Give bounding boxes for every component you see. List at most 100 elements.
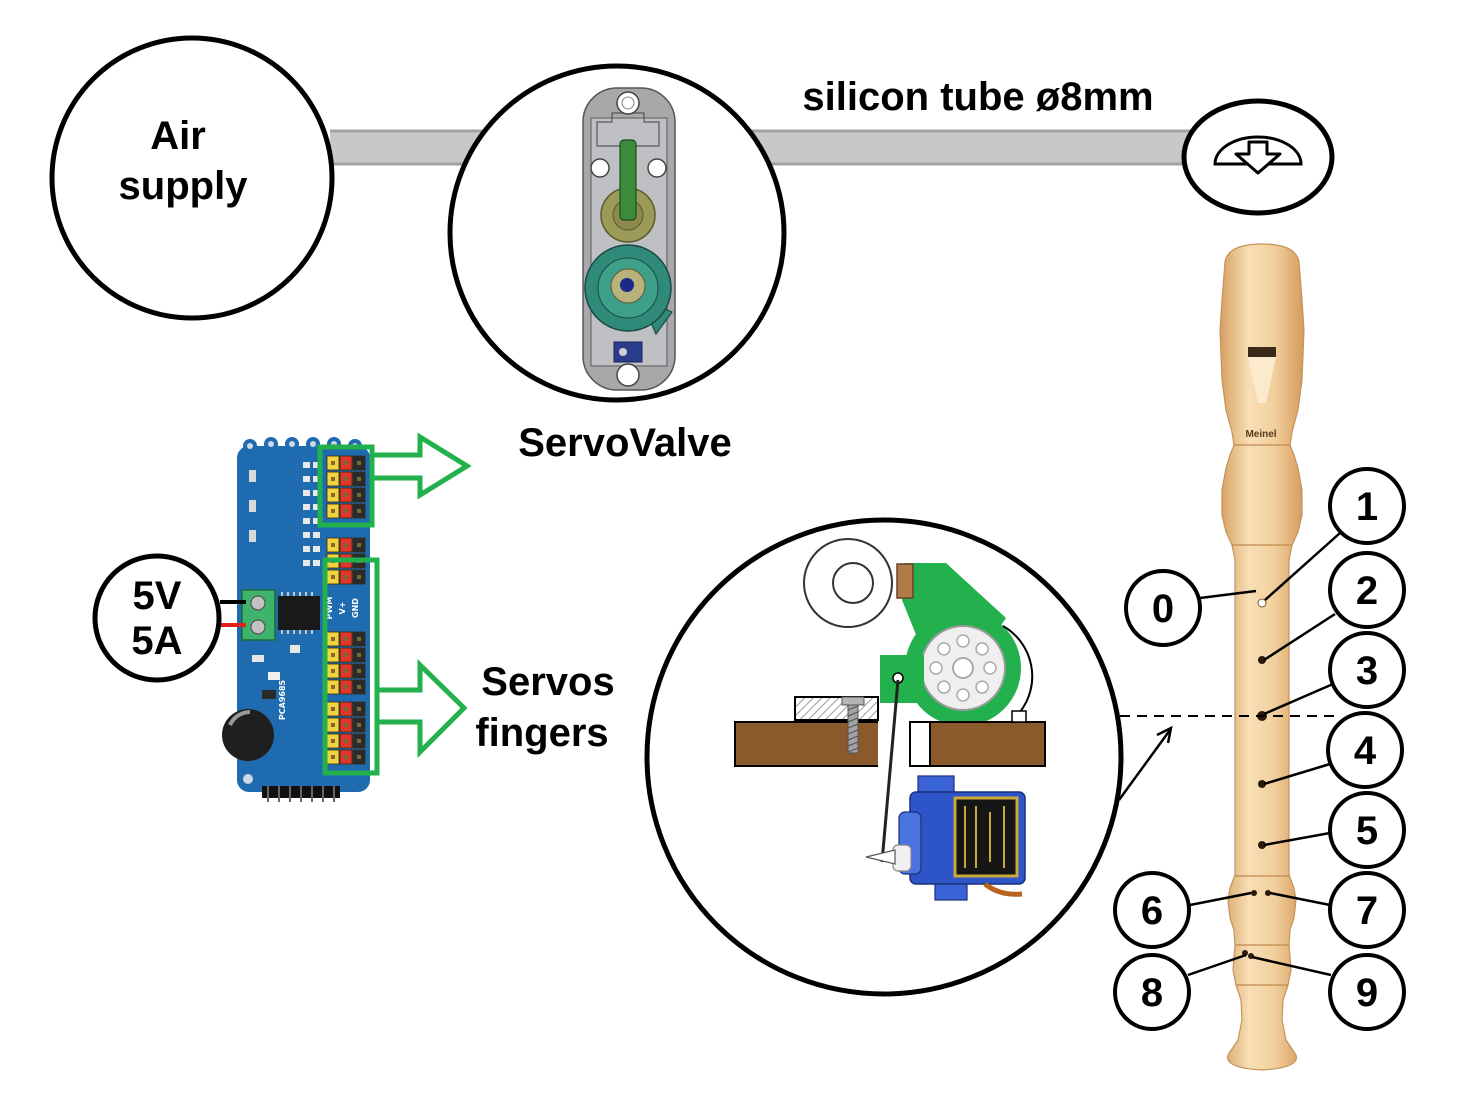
badge-circle — [1328, 467, 1406, 545]
badge-number: 5 — [1356, 809, 1378, 853]
header-pin-tip — [331, 739, 335, 743]
header-pin-tip — [344, 739, 348, 743]
micro-servo — [865, 775, 1026, 901]
board-hole — [289, 441, 295, 447]
header-pin-tip — [344, 509, 348, 513]
arrow-down-icon — [1234, 140, 1282, 175]
servo-valve-node — [447, 63, 787, 403]
servo-horn-outline — [1002, 625, 1034, 713]
badge-circle — [1113, 953, 1191, 1031]
leader-line-1 — [1264, 532, 1341, 601]
board-hole — [243, 774, 253, 784]
badge-number: 1 — [1356, 485, 1378, 529]
header-pin-tip — [344, 461, 348, 465]
badge-number: 0 — [1152, 587, 1174, 631]
screw-shaft — [847, 704, 859, 754]
header-pin-tip — [344, 543, 348, 547]
bottom-header — [262, 786, 340, 802]
badge-circle — [1113, 871, 1191, 949]
header-pin-tip — [344, 723, 348, 727]
valve-bottom-hole — [616, 363, 640, 387]
finger-pad — [896, 563, 914, 599]
header-pin-tip — [357, 707, 361, 711]
header-pin-tip — [331, 477, 335, 481]
header-pin-tip — [331, 493, 335, 497]
header-pin-tip — [331, 723, 335, 727]
power-voltage: 5V — [133, 574, 182, 618]
header-pin-tip — [331, 509, 335, 513]
header-pin-tip — [357, 543, 361, 547]
header-pin-tip — [357, 509, 361, 513]
header-pin-tip — [357, 723, 361, 727]
valve-top-hole — [616, 91, 640, 115]
header-pin-tip — [331, 543, 335, 547]
arrowhead-icon — [1156, 725, 1173, 744]
solder-jumper — [303, 490, 310, 496]
finger-hole — [1251, 890, 1257, 896]
header-pin-tip — [357, 493, 361, 497]
header-pin-tip — [344, 653, 348, 657]
power-node: 5V 5A — [92, 553, 222, 683]
solder-jumper — [303, 504, 310, 510]
hole-badge-3: 3 — [1328, 631, 1406, 709]
finger-channels-highlight — [322, 557, 468, 776]
leader-line-5 — [1263, 831, 1331, 847]
valve-servo-screw — [619, 348, 627, 356]
horn-hole — [975, 642, 989, 656]
servos-label-line1: Servos — [481, 660, 614, 704]
silk-chip-name: PCA9685 — [278, 679, 287, 720]
leader-line-2 — [1263, 612, 1336, 662]
servo-cable — [983, 881, 1023, 897]
badge-circle — [1326, 711, 1404, 789]
header-pin-tip — [344, 477, 348, 481]
chip-body — [278, 596, 320, 630]
valve-channel-box — [317, 444, 375, 528]
solder-jumper — [313, 490, 320, 496]
horn-hole — [929, 661, 943, 675]
header-pin-tip — [331, 637, 335, 641]
capacitor — [222, 709, 274, 761]
header-pin-tip — [357, 575, 361, 579]
header-pin-tip — [344, 755, 348, 759]
header-pin-tip — [344, 707, 348, 711]
servo-horn-arm — [865, 849, 896, 865]
recorder-window — [1248, 347, 1276, 357]
badge-number: 3 — [1356, 649, 1378, 693]
badge-circle — [1328, 791, 1406, 869]
horn-hole — [956, 634, 970, 648]
horn-hole — [956, 688, 970, 702]
smd-component — [262, 690, 276, 699]
valve-left-hole — [590, 158, 610, 178]
thumb-hole — [1257, 598, 1267, 608]
header-pin-tip — [331, 461, 335, 465]
power-current: 5A — [131, 619, 182, 663]
solder-jumper — [303, 476, 310, 482]
finger-mechanism-node — [644, 517, 1124, 997]
finger-hole — [1258, 780, 1266, 788]
valve-top-hole-ring — [621, 96, 635, 110]
hole-badge-7: 7 — [1328, 871, 1406, 949]
power-circle — [92, 553, 222, 683]
hole-badge-4: 4 — [1326, 711, 1404, 789]
recorder-flute: Meinel — [1219, 243, 1305, 1071]
smd-component — [249, 500, 256, 512]
leader-line-8 — [1187, 953, 1247, 977]
badge-circle — [1328, 871, 1406, 949]
hole-badge-8: 8 — [1113, 953, 1191, 1031]
solder-jumper — [313, 532, 320, 538]
header-pin-tip — [344, 575, 348, 579]
hole-badge-1: 1 — [1328, 467, 1406, 545]
finger-hole-inner — [832, 562, 874, 604]
header-pin-tip — [357, 685, 361, 689]
terminal-screw — [250, 595, 266, 611]
screw-icon — [841, 696, 865, 754]
header-pin-tip — [344, 637, 348, 641]
finger-channels-box — [322, 557, 380, 776]
solder-jumper — [313, 504, 320, 510]
board-hole — [247, 443, 253, 449]
screw-head — [841, 696, 865, 706]
solder-jumper — [303, 546, 310, 552]
pwm-chip — [278, 592, 320, 634]
smd-component — [249, 530, 256, 542]
